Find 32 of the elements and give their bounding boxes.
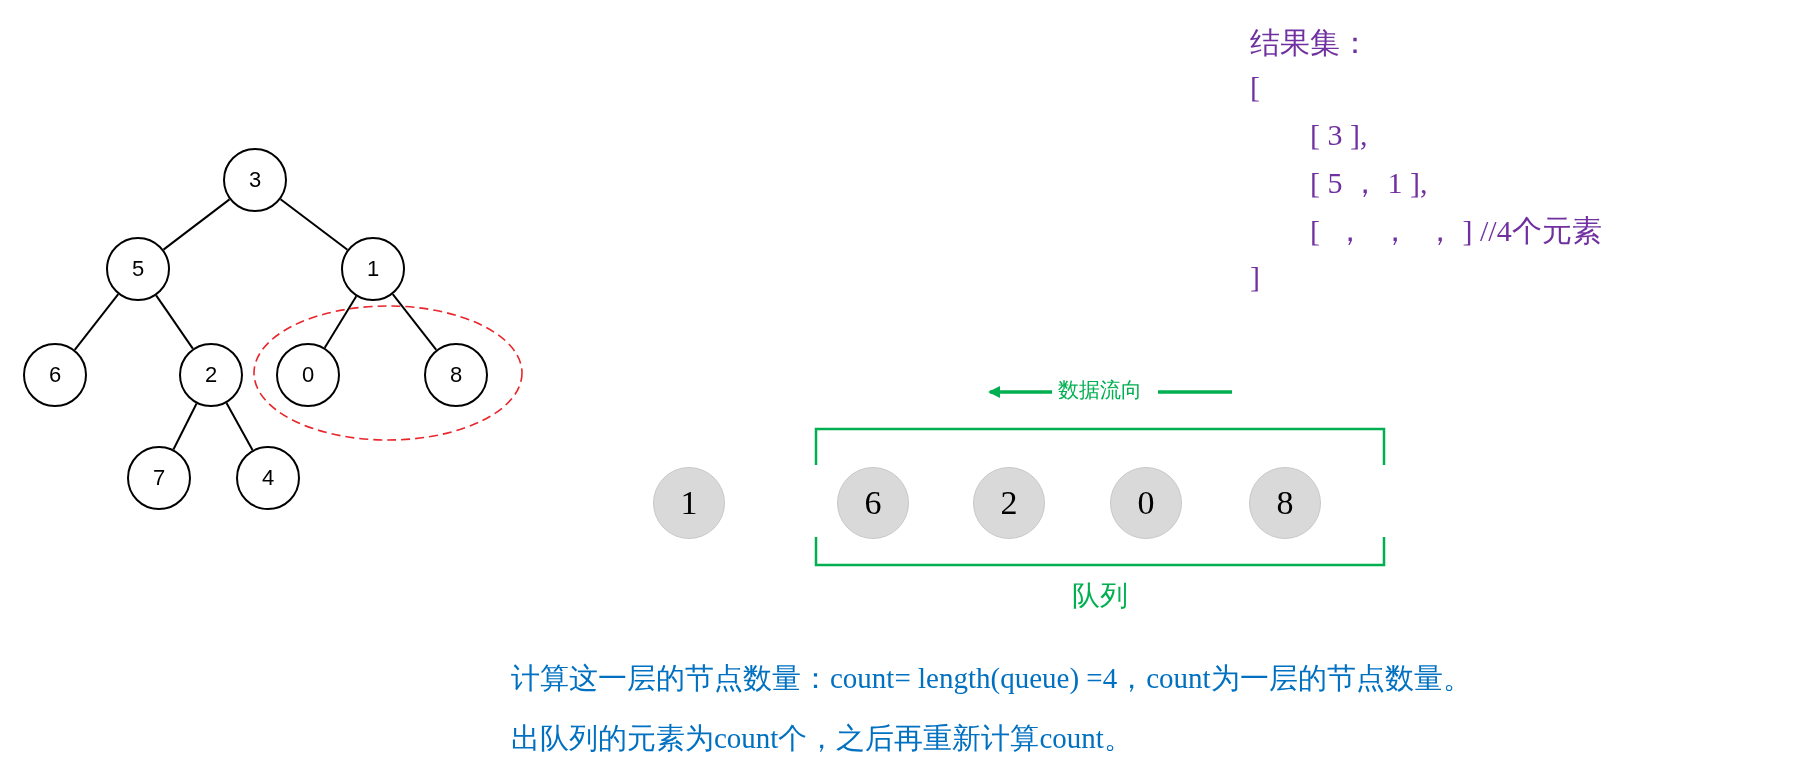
tree-edge bbox=[391, 293, 438, 351]
tree-node-circle: 0 bbox=[276, 343, 340, 407]
queue-item-circle: 6 bbox=[837, 467, 909, 539]
tree-edge bbox=[225, 402, 254, 451]
tree-node-circle: 3 bbox=[223, 148, 287, 212]
tree-edge bbox=[155, 294, 194, 350]
result-heading: 结果集： bbox=[1250, 28, 1370, 58]
result-line: [ bbox=[1250, 72, 1260, 102]
queue-item-circle: 8 bbox=[1249, 467, 1321, 539]
tree-node-circle: 6 bbox=[23, 343, 87, 407]
result-line: [ 5 ， 1 ], bbox=[1310, 168, 1428, 198]
note-text: 出队列的元素为count个，之后再重新计算count。 bbox=[511, 724, 1133, 753]
queue-label: 队列 bbox=[1071, 578, 1129, 614]
tree-edge bbox=[73, 293, 120, 351]
tree-edge bbox=[172, 402, 198, 451]
tree-edge bbox=[162, 198, 231, 251]
tree-node-circle: 7 bbox=[127, 446, 191, 510]
queue-item-circle: 0 bbox=[1110, 467, 1182, 539]
result-line: [ 3 ], bbox=[1310, 120, 1368, 150]
note-text: 计算这一层的节点数量：count= length(queue) =4，count为一层的节点数量。 bbox=[511, 664, 1472, 693]
tree-edge bbox=[323, 295, 358, 349]
tree-edge bbox=[279, 198, 349, 251]
tree-node-circle: 5 bbox=[106, 237, 170, 301]
direction-label: 数据流向 bbox=[1058, 380, 1142, 401]
queue-item-circle: 1 bbox=[653, 467, 725, 539]
tree-node-circle: 2 bbox=[179, 343, 243, 407]
tree-node-circle: 4 bbox=[236, 446, 300, 510]
queue-item-circle: 2 bbox=[973, 467, 1045, 539]
tree-node-circle: 1 bbox=[341, 237, 405, 301]
result-line: [ ， ， ， ] //4个元素 bbox=[1310, 216, 1602, 246]
result-line: ] bbox=[1250, 262, 1260, 292]
tree-node-circle: 8 bbox=[424, 343, 488, 407]
